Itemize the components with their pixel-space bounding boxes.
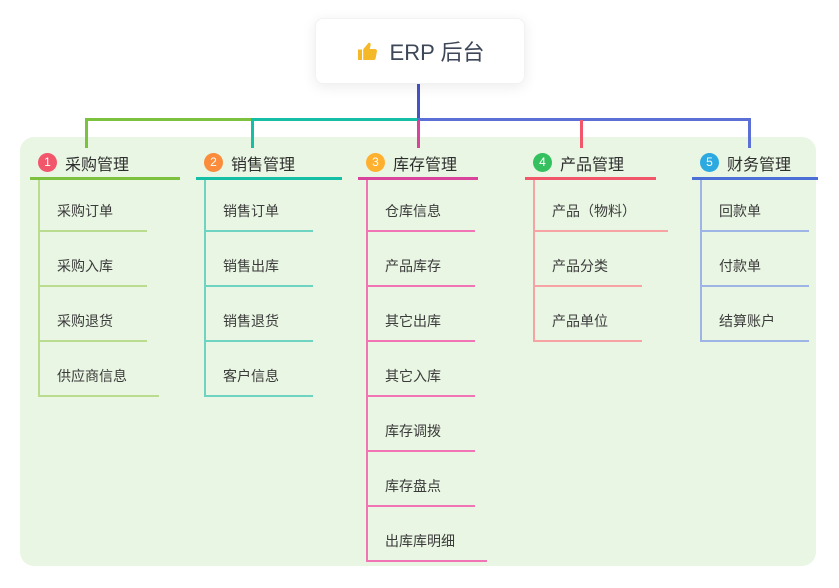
branch-label: 销售管理 [231, 156, 296, 174]
sub-node[interactable]: 产品分类 [535, 232, 642, 287]
sub-list-purchase: 采购订单 采购入库 采购退货 供应商信息 [38, 180, 159, 397]
sub-label: 出库库明细 [385, 533, 455, 549]
branch-header-finance[interactable]: 5 财务管理 [692, 148, 818, 180]
sub-label: 销售出库 [223, 258, 279, 274]
sub-node[interactable]: 回款单 [702, 180, 809, 232]
root-label: ERP 后台 [389, 40, 485, 65]
branch-header-purchase[interactable]: 1 采购管理 [30, 148, 180, 180]
sub-node[interactable]: 付款单 [702, 232, 809, 287]
sub-node[interactable]: 库存盘点 [368, 452, 475, 507]
sub-label: 库存盘点 [385, 478, 441, 494]
canvas-panel [20, 137, 816, 566]
sub-list-finance: 回款单 付款单 结算账户 [700, 180, 809, 342]
sub-label: 其它入库 [385, 368, 441, 384]
badge-1: 1 [38, 153, 57, 172]
branch-header-inventory[interactable]: 3 库存管理 [358, 148, 478, 180]
branch-sales: 2 销售管理 销售订单 销售出库 销售退货 客户信息 [196, 148, 342, 397]
branch-purchase: 1 采购管理 采购订单 采购入库 采购退货 供应商信息 [30, 148, 180, 397]
root-connector [417, 82, 420, 119]
branch-header-product[interactable]: 4 产品管理 [525, 148, 656, 180]
sub-label: 产品分类 [552, 258, 608, 274]
badge-3: 3 [366, 153, 385, 172]
sub-node[interactable]: 销售退货 [206, 287, 313, 342]
sub-label: 销售退货 [223, 313, 279, 329]
sub-list-sales: 销售订单 销售出库 销售退货 客户信息 [204, 180, 313, 397]
drop-connector-sales [251, 118, 254, 148]
drop-connector-finance [748, 118, 751, 148]
sub-label: 库存调拨 [385, 423, 441, 439]
sub-node[interactable]: 采购退货 [40, 287, 147, 342]
sub-node[interactable]: 销售订单 [206, 180, 313, 232]
sub-node[interactable]: 供应商信息 [40, 342, 159, 397]
sub-label: 回款单 [719, 203, 761, 219]
branch-label: 库存管理 [393, 156, 458, 174]
sub-label: 采购退货 [57, 313, 113, 329]
branch-header-sales[interactable]: 2 销售管理 [196, 148, 342, 180]
badge-5: 5 [700, 153, 719, 172]
sub-label: 产品（物料） [552, 203, 636, 219]
sub-list-inventory: 仓库信息 产品库存 其它出库 其它入库 库存调拨 库存盘点 出库库明细 [366, 180, 487, 562]
sub-label: 付款单 [719, 258, 761, 274]
sub-label: 采购订单 [57, 203, 113, 219]
sub-node[interactable]: 客户信息 [206, 342, 313, 397]
drop-connector-inventory [417, 120, 420, 148]
sub-label: 其它出库 [385, 313, 441, 329]
sub-node[interactable]: 产品库存 [368, 232, 475, 287]
sub-node[interactable]: 出库库明细 [368, 507, 487, 562]
sub-node[interactable]: 采购订单 [40, 180, 147, 232]
sub-label: 供应商信息 [57, 368, 127, 384]
sub-node[interactable]: 仓库信息 [368, 180, 475, 232]
sub-label: 产品库存 [385, 258, 441, 274]
drop-connector-product [580, 120, 583, 148]
drop-connector-purchase [85, 118, 88, 148]
sub-node[interactable]: 销售出库 [206, 232, 313, 287]
sub-node[interactable]: 库存调拨 [368, 397, 475, 452]
bus-segment-right [417, 118, 751, 121]
branch-label: 财务管理 [727, 156, 792, 174]
root-node[interactable]: ERP 后台 [315, 18, 525, 84]
branch-product: 4 产品管理 产品（物料） 产品分类 产品单位 [525, 148, 668, 342]
bus-segment-purchase [85, 118, 253, 121]
sub-node[interactable]: 产品（物料） [535, 180, 668, 232]
sub-label: 客户信息 [223, 368, 279, 384]
bus-segment-sales [251, 118, 418, 121]
badge-4: 4 [533, 153, 552, 172]
sub-label: 仓库信息 [385, 203, 441, 219]
sub-node[interactable]: 采购入库 [40, 232, 147, 287]
sub-node[interactable]: 其它出库 [368, 287, 475, 342]
sub-node[interactable]: 其它入库 [368, 342, 475, 397]
badge-2: 2 [204, 153, 223, 172]
sub-label: 采购入库 [57, 258, 113, 274]
thumbs-up-icon [357, 42, 377, 60]
branch-label: 采购管理 [65, 156, 130, 174]
sub-node[interactable]: 结算账户 [702, 287, 809, 342]
branch-finance: 5 财务管理 回款单 付款单 结算账户 [692, 148, 818, 342]
sub-node[interactable]: 产品单位 [535, 287, 642, 342]
branch-inventory: 3 库存管理 仓库信息 产品库存 其它出库 其它入库 库存调拨 库存盘点 出库库… [358, 148, 487, 562]
sub-list-product: 产品（物料） 产品分类 产品单位 [533, 180, 668, 342]
branch-label: 产品管理 [560, 156, 625, 174]
sub-label: 产品单位 [552, 313, 608, 329]
sub-label: 销售订单 [223, 203, 279, 219]
sub-label: 结算账户 [719, 313, 775, 329]
